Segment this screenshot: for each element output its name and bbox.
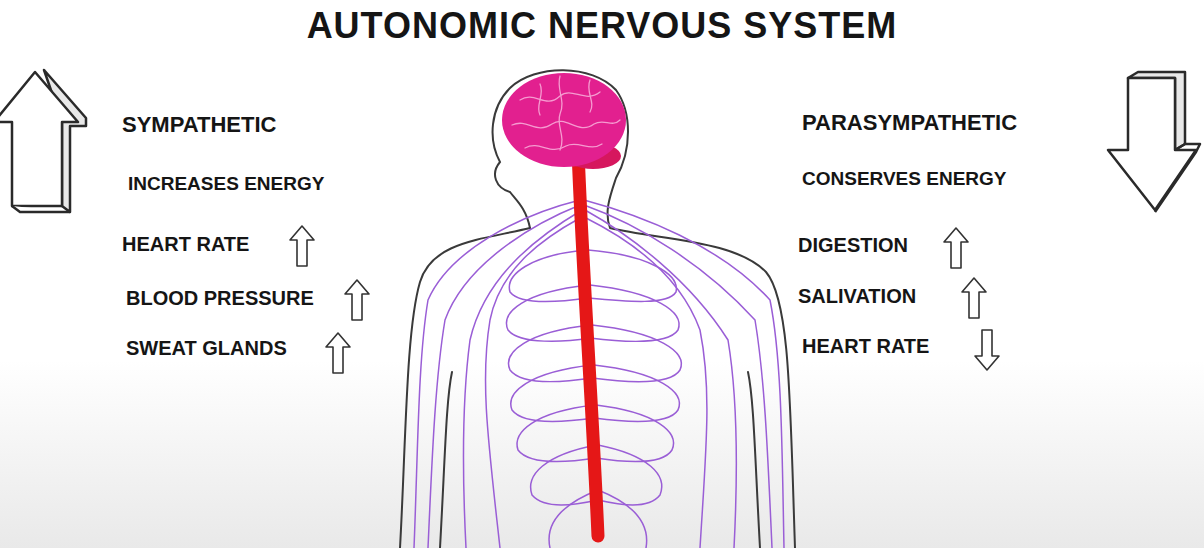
effect-label: INCREASES ENERGY [128, 173, 324, 196]
effect-label: HEART RATE [122, 232, 249, 256]
body-outline [400, 70, 795, 548]
effect-label: DIGESTION [798, 233, 908, 257]
effect-label: SALIVATION [798, 284, 916, 308]
system-heading: PARASYMPATHETIC [802, 110, 1017, 136]
effect-label: HEART RATE [802, 334, 929, 358]
spinal-cord [578, 150, 598, 536]
effect-label: CONSERVES ENERGY [802, 168, 1006, 191]
system-heading: SYMPATHETIC [122, 112, 276, 138]
big-up-arrow [0, 70, 86, 212]
small-arrows [290, 226, 999, 373]
effect-label: SWEAT GLANDS [126, 336, 287, 360]
big-down-arrow [1108, 72, 1200, 212]
brain [502, 73, 626, 169]
effect-label: BLOOD PRESSURE [126, 286, 314, 310]
diagram-title: AUTONOMIC NERVOUS SYSTEM [0, 4, 1204, 47]
